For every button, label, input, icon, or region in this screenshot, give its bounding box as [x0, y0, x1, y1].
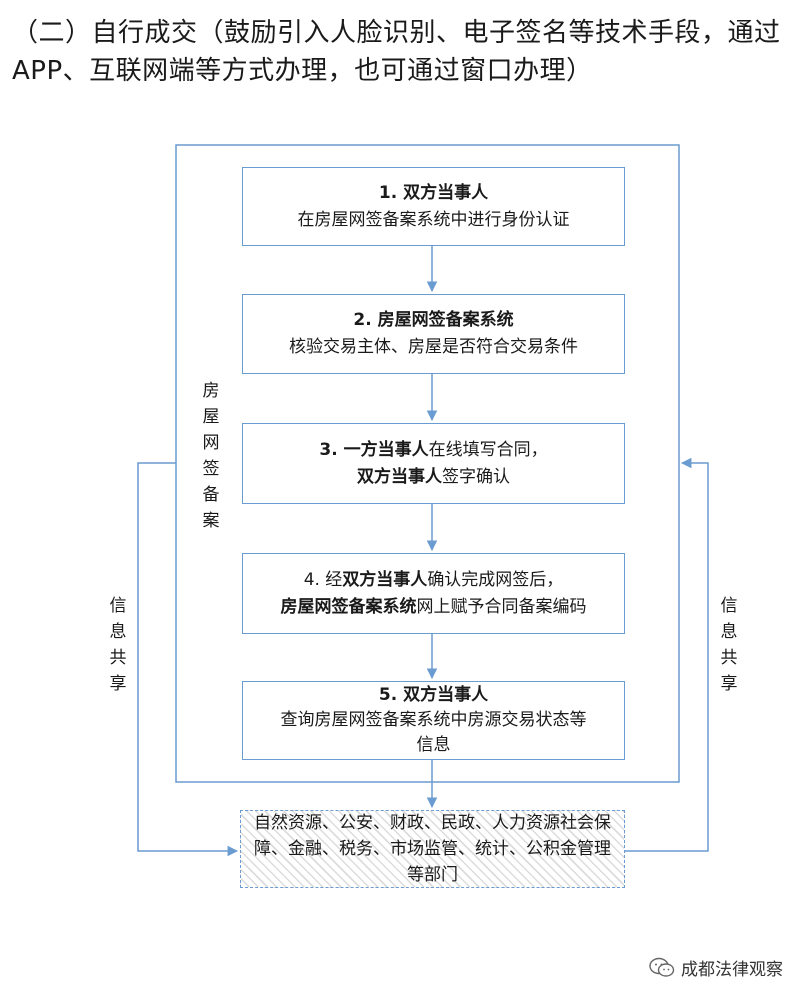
- right-label-char: 共: [720, 648, 738, 668]
- step-text-segment: 房屋网签备案系统: [280, 596, 417, 617]
- step-2-box: 2. 房屋网签备案系统核验交易主体、房屋是否符合交易条件: [242, 294, 625, 374]
- outer-label-char: 案: [202, 511, 220, 531]
- outer-frame-label: 房 屋 网 签 备 案: [199, 378, 223, 534]
- outer-label-char: 备: [202, 485, 220, 505]
- step-text-segment: 信息: [416, 735, 451, 755]
- step-text-segment: 双方当事人: [342, 569, 428, 590]
- step-text-segment: 3. 一方当事人: [319, 439, 429, 460]
- left-label-char: 享: [109, 674, 127, 694]
- step-text-segment: 网上赋予合同备案编码: [416, 596, 587, 617]
- left-label-char: 信: [109, 596, 127, 616]
- step-1-line2: 在房屋网签备案系统中进行身份认证: [298, 207, 570, 234]
- departments-text: 自然资源、公安、财政、民政、人力资源社会保障、金融、税务、市场监管、统计、公积金…: [254, 813, 611, 885]
- right-label-char: 息: [720, 622, 738, 642]
- step-2-line1: 2. 房屋网签备案系统: [353, 307, 513, 334]
- step-5-line3: 信息: [417, 733, 451, 758]
- right-share-line: [625, 457, 709, 852]
- step-text-segment: 在线填写合同，: [428, 439, 548, 460]
- right-share-label: 信 息 共 享: [717, 593, 741, 697]
- step-text-segment: 查询房屋网签备案系统中房源交易状态等: [280, 710, 587, 730]
- step-2-line2: 核验交易主体、房屋是否符合交易条件: [289, 334, 578, 361]
- step-text-segment: 5. 双方当事人: [378, 685, 489, 705]
- left-label-char: 息: [109, 622, 127, 642]
- step-text-segment: 2. 房屋网签备案系统: [353, 310, 514, 330]
- step-3-box: 3. 一方当事人在线填写合同，双方当事人签字确认: [242, 423, 625, 504]
- step-text-segment: 在房屋网签备案系统中进行身份认证: [297, 209, 570, 230]
- step-5-box: 5. 双方当事人查询房屋网签备案系统中房源交易状态等信息: [242, 681, 625, 760]
- step-text-segment: 核验交易主体、房屋是否符合交易条件: [289, 337, 578, 357]
- step-4-line2: 房屋网签备案系统网上赋予合同备案编码: [281, 594, 587, 621]
- step-5-line2: 查询房屋网签备案系统中房源交易状态等: [281, 708, 587, 733]
- step-1-line1: 1. 双方当事人: [379, 180, 488, 207]
- step-text-segment: 签字确认: [442, 466, 510, 487]
- step-4-box: 4. 经双方当事人确认完成网签后，房屋网签备案系统网上赋予合同备案编码: [242, 553, 625, 634]
- step-text-segment: 1. 双方当事人: [378, 182, 489, 203]
- watermark: 成都法律观察: [649, 955, 783, 980]
- step-1-box: 1. 双方当事人在房屋网签备案系统中进行身份认证: [242, 167, 625, 246]
- outer-label-char: 网: [202, 433, 220, 453]
- outer-label-char: 屋: [202, 407, 220, 427]
- right-label-char: 信: [720, 596, 738, 616]
- page-heading: （二）自行成交（鼓励引入人脸识别、电子签名等技术手段，通过APP、互联网端等方式…: [12, 18, 781, 86]
- outer-label-char: 房: [202, 381, 220, 401]
- wechat-icon: [649, 957, 675, 977]
- step-text-segment: 确认完成网签后，: [427, 569, 564, 590]
- departments-box: 自然资源、公安、财政、民政、人力资源社会保障、金融、税务、市场监管、统计、公积金…: [240, 810, 625, 888]
- step-5-line1: 5. 双方当事人: [379, 683, 488, 708]
- outer-label-char: 签: [202, 459, 220, 479]
- left-share-label: 信 息 共 享: [106, 593, 130, 697]
- watermark-text: 成都法律观察: [681, 960, 783, 980]
- left-label-char: 共: [109, 648, 127, 668]
- left-share-line: [137, 462, 239, 857]
- step-3-line1: 3. 一方当事人在线填写合同，: [319, 437, 547, 464]
- right-label-char: 享: [720, 674, 738, 694]
- step-text-segment: 双方当事人: [357, 466, 442, 487]
- step-3-line2: 双方当事人签字确认: [357, 464, 510, 491]
- step-text-segment: 4. 经: [303, 569, 343, 590]
- step-4-line1: 4. 经双方当事人确认完成网签后，: [304, 567, 564, 594]
